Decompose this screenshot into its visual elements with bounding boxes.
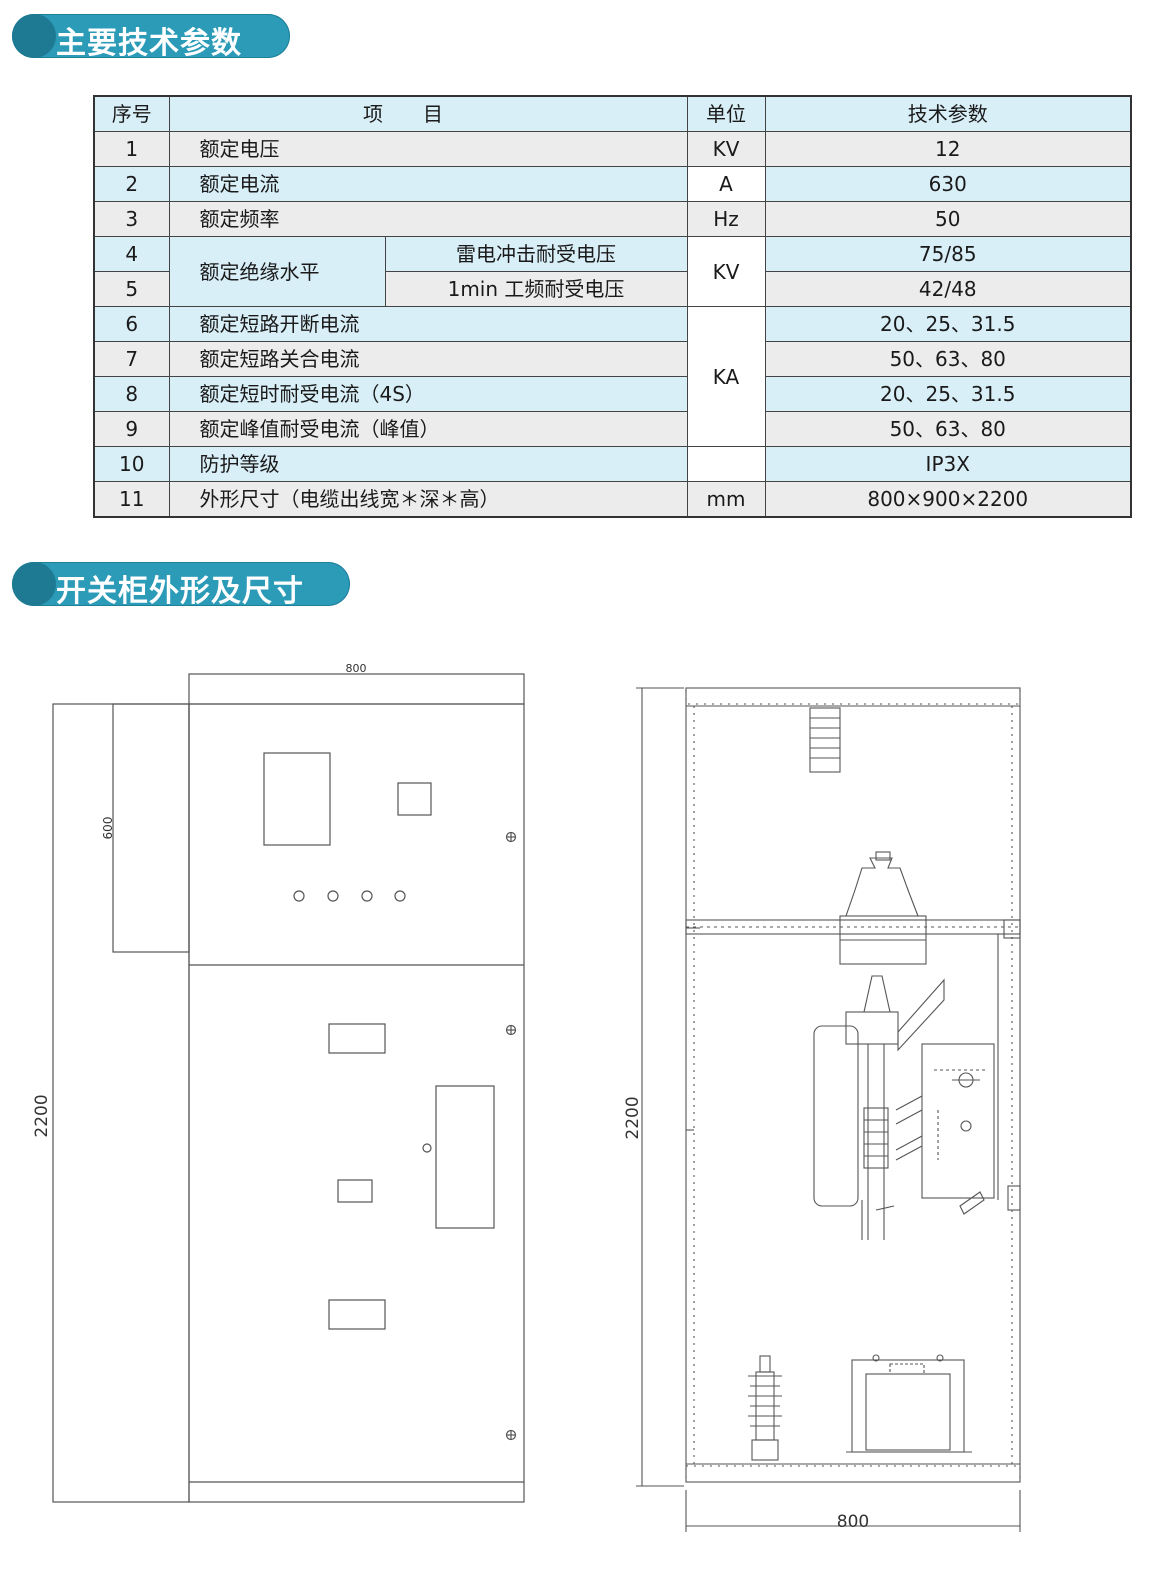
table-row: 2 额定电流 A 630 <box>93 166 1132 202</box>
row-value: 20、25、31.5 <box>764 306 1132 342</box>
table-row: 10 防护等级 IP3X <box>93 446 1132 482</box>
table-row: 11 外形尺寸（电缆出线宽＊深＊高） mm 800×900×2200 <box>93 481 1132 518</box>
row-item: 额定短路关合电流 <box>168 341 688 377</box>
table-row: 6 额定短路开断电流 KA 20、25、31.5 <box>93 306 1132 447</box>
row-index: 11 <box>93 481 170 518</box>
row-index: 5 <box>93 271 170 307</box>
row-item: 额定峰值耐受电流（峰值） <box>168 411 688 447</box>
row-item: 额定短时耐受电流（4S） <box>168 376 688 412</box>
tech-params-table: 序号 项 目 单位 技术参数 1 额定电压 KV 12 2 额定电流 A 630… <box>93 95 1132 518</box>
door-dimension-label: 600 <box>101 817 115 840</box>
lock-icon <box>505 1024 517 1036</box>
indicator-light-icon <box>361 890 373 902</box>
row-index: 6 <box>93 306 170 342</box>
open-door-outline <box>112 703 190 953</box>
row-item: 额定频率 <box>168 201 688 237</box>
section-title: 主要技术参数 <box>56 26 242 61</box>
row-unit: A <box>686 166 766 202</box>
row-unit-merged: KV <box>686 236 766 307</box>
keyhole-icon <box>422 1143 432 1153</box>
row-value: 50、63、80 <box>764 411 1132 447</box>
width-dimension-label: 800 <box>346 662 367 675</box>
row-index: 3 <box>93 201 170 237</box>
heading-bullet-icon <box>12 14 56 58</box>
heading-bullet-icon <box>12 562 56 606</box>
row-subitem: 1min 工频耐受电压 <box>384 271 688 307</box>
table-row: 4 额定绝缘水平 雷电冲击耐受电压 KV 75/85 <box>93 236 1132 307</box>
nameplate <box>337 1179 373 1203</box>
header-item: 项 目 <box>168 95 688 132</box>
section-heading-outline: 开关柜外形及尺寸 <box>12 562 350 609</box>
row-value: 50 <box>764 201 1132 237</box>
table-row: 3 额定频率 Hz 50 <box>93 201 1132 237</box>
row-unit: mm <box>686 481 766 518</box>
indicator-light-icon <box>394 890 406 902</box>
cabinet-frame <box>685 687 1021 1483</box>
table-row: 9 额定峰值耐受电流（峰值） 50、63、80 <box>93 411 1132 447</box>
row-value: 42/48 <box>764 271 1132 307</box>
cabinet-body <box>188 703 525 1503</box>
row-index: 9 <box>93 411 170 447</box>
row-unit: KV <box>686 131 766 167</box>
upper-bushing <box>839 851 927 965</box>
operating-mechanism <box>921 1043 995 1215</box>
row-index: 1 <box>93 131 170 167</box>
header-index: 序号 <box>93 95 170 132</box>
row-value: 50、63、80 <box>764 341 1132 377</box>
height-dimension-label: 2200 <box>32 1094 52 1137</box>
row-value: 20、25、31.5 <box>764 376 1132 412</box>
table-row: 7 额定短路关合电流 50、63、80 <box>93 341 1132 377</box>
row-item: 防护等级 <box>168 446 688 482</box>
height-dimension-label: 2200 <box>623 1096 643 1139</box>
busbar-insulator <box>809 707 841 773</box>
section-heading-tech-params: 主要技术参数 <box>12 14 290 61</box>
row-item: 外形尺寸（电缆出线宽＊深＊高） <box>168 481 688 518</box>
header-value: 技术参数 <box>764 95 1132 132</box>
row-item-group: 额定绝缘水平 <box>168 236 386 307</box>
row-index: 4 <box>93 236 170 272</box>
width-dimension-label: 800 <box>837 1512 869 1532</box>
row-index: 8 <box>93 376 170 412</box>
side-outline <box>52 703 190 1503</box>
nameplate <box>328 1299 386 1330</box>
inspection-window <box>435 1085 495 1229</box>
row-item: 额定电压 <box>168 131 688 167</box>
meter-window <box>397 782 432 816</box>
row-item: 额定短路开断电流 <box>168 306 688 342</box>
lock-icon <box>505 1429 517 1441</box>
row-unit <box>686 446 766 482</box>
circuit-breaker <box>813 975 945 1240</box>
section-title: 开关柜外形及尺寸 <box>56 574 304 609</box>
row-value: 75/85 <box>764 236 1132 272</box>
table-header-row: 序号 项 目 单位 技术参数 <box>93 95 1132 132</box>
header-unit: 单位 <box>686 95 766 132</box>
indicator-light-icon <box>327 890 339 902</box>
row-value: 800×900×2200 <box>764 481 1132 518</box>
row-subitem: 雷电冲击耐受电压 <box>384 236 688 272</box>
row-value: 12 <box>764 131 1132 167</box>
nameplate <box>328 1023 386 1054</box>
transformer <box>846 1354 972 1453</box>
surge-arrester <box>748 1355 782 1461</box>
row-index: 2 <box>93 166 170 202</box>
side-view-drawing: 2200 800 <box>623 687 1021 1532</box>
row-value: 630 <box>764 166 1132 202</box>
lock-icon <box>505 831 517 843</box>
row-index: 10 <box>93 446 170 482</box>
row-item: 额定电流 <box>168 166 688 202</box>
row-unit: Hz <box>686 201 766 237</box>
table-row: 8 额定短时耐受电流（4S） 20、25、31.5 <box>93 376 1132 412</box>
row-index: 7 <box>93 341 170 377</box>
front-view-drawing: 800 600 2200 <box>32 662 525 1503</box>
meter-window <box>263 752 331 846</box>
table-row: 5 1min 工频耐受电压 42/48 <box>93 271 1132 307</box>
indicator-light-icon <box>293 890 305 902</box>
table-row: 1 额定电压 KV 12 <box>93 131 1132 167</box>
top-cap <box>188 673 525 705</box>
row-value: IP3X <box>764 446 1132 482</box>
row-unit-merged: KA <box>686 306 766 447</box>
